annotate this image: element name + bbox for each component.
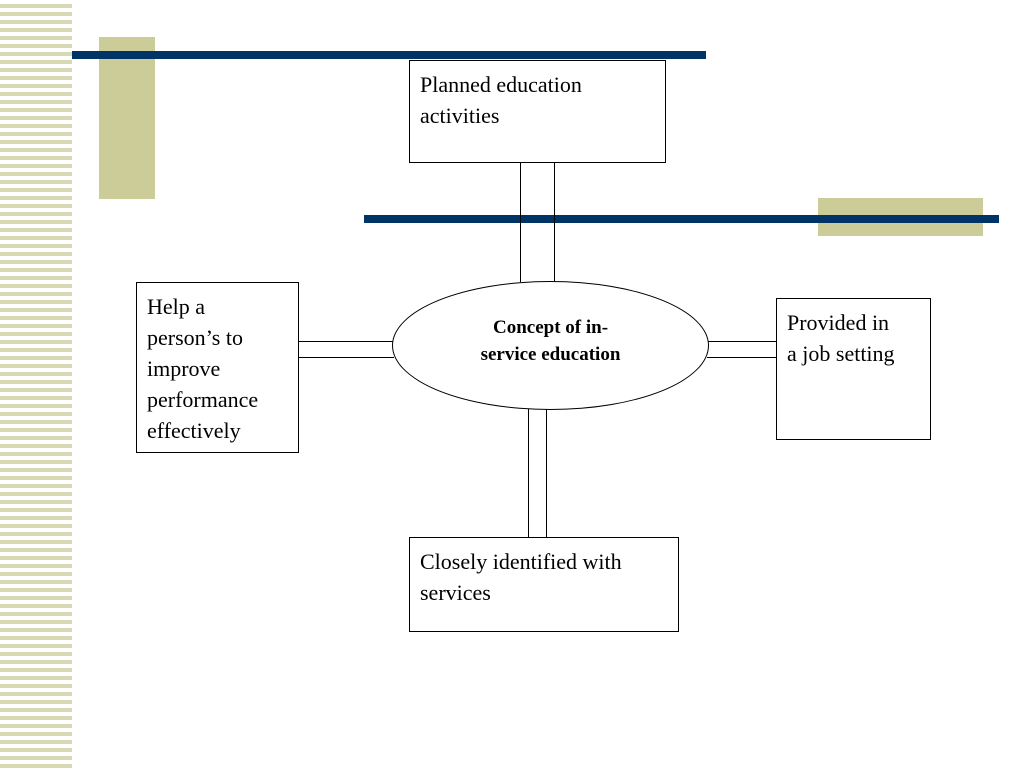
connector-left bbox=[298, 341, 394, 358]
decorative-tan-block-left bbox=[99, 37, 155, 199]
central-concept-label: Concept of in- service education bbox=[456, 314, 646, 368]
concept-box-left-line-1: Help a bbox=[147, 294, 206, 319]
concept-box-bottom-line-1: Closely identified with bbox=[420, 549, 622, 574]
concept-box-right-line-2: a job setting bbox=[787, 341, 895, 366]
decorative-rule-middle bbox=[364, 215, 999, 223]
central-concept-ellipse: Concept of in- service education bbox=[392, 281, 709, 410]
concept-box-left-line-2: person’s to bbox=[147, 325, 243, 350]
striped-side-bar bbox=[0, 0, 72, 768]
concept-box-left-line-3: improve bbox=[147, 356, 221, 381]
concept-box-bottom: Closely identified with services bbox=[409, 537, 679, 632]
concept-box-right-line-1: Provided in bbox=[787, 310, 890, 335]
central-concept-line-2: service education bbox=[480, 343, 621, 365]
concept-box-top-line-2: activities bbox=[420, 103, 500, 128]
concept-box-top: Planned education activities bbox=[409, 60, 666, 163]
connector-right bbox=[707, 341, 778, 358]
concept-box-left: Help a person’s to improve performance e… bbox=[136, 282, 299, 453]
concept-box-top-line-1: Planned education bbox=[420, 72, 582, 97]
concept-box-right: Provided in a job setting bbox=[776, 298, 931, 440]
central-concept-line-1: Concept of in- bbox=[492, 316, 609, 338]
concept-box-bottom-line-2: services bbox=[420, 580, 491, 605]
connector-top bbox=[520, 152, 555, 282]
concept-box-left-line-4: performance bbox=[147, 387, 259, 412]
connector-bottom bbox=[528, 408, 547, 539]
decorative-rule-top bbox=[72, 51, 706, 59]
concept-box-left-line-5: effectively bbox=[147, 418, 241, 443]
